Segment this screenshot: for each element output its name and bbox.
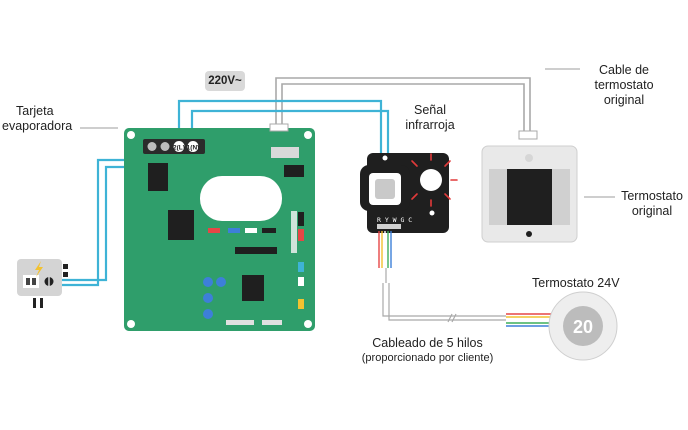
wiring-label-line2: (proporcionado por cliente) [361,352,494,364]
infrared-signal-label: Señal infrarroja [400,103,460,133]
thermostat-24v-label: Termostato 24V [532,276,620,290]
infrared-signal-icon [411,153,458,207]
terminal-2-label: 2(L) [173,145,185,152]
wiring-label-line1: Cableado de 5 hilos [372,336,483,350]
original-thermostat-label-line2: original [631,204,673,218]
evaporator-board-label-line1: Tarjeta [16,104,54,118]
thermostat-display-value: 20 [573,317,593,337]
evaporator-board-label-line2: evaporadora [2,119,73,133]
original-thermostat-label-line1: Termostato [621,189,683,203]
terminal-1-label: 1(N) [187,145,200,152]
original-cable-label-line3: original [603,93,645,107]
original-thermostat-label: Termostato original [616,189,688,219]
original-thermostat [481,130,578,243]
lightning-bolt-icon [35,261,43,277]
evaporator-board-label: Tarjeta evaporadora [2,104,72,134]
original-cable-label: Cable de termostato original [583,63,665,108]
pin-labels: R Y W G C [377,216,412,224]
breaker [17,259,68,308]
voltage-badge: 220V~ [205,71,245,91]
evaporator-board [124,123,315,331]
ir-module: R Y W G C [360,153,458,233]
label-pointers [80,68,615,198]
infrared-signal-label-line1: Señal [414,103,446,117]
thermostat-24v: 20 [548,291,618,361]
wiring-label: Cableado de 5 hilos (proporcionado por c… [340,336,515,366]
five-wire-cable [378,231,552,327]
infrared-signal-label-line2: infrarroja [405,118,455,132]
original-cable-label-line1: Cable de [598,63,650,77]
original-cable-label-line2: termostato [594,78,654,92]
